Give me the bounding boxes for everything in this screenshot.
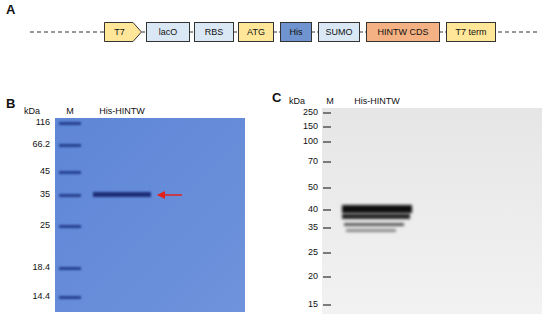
element-label: RBS: [205, 28, 224, 37]
backbone-connector: [312, 32, 318, 33]
marker-bands: [59, 122, 81, 299]
figure-label: 14.4: [32, 292, 50, 302]
panel-letter: B: [6, 97, 15, 111]
backbone-line: [30, 32, 104, 33]
figure-label: 50: [308, 183, 318, 193]
protein-band: [93, 192, 151, 197]
gene-element-box: SUMO: [318, 22, 360, 42]
figure-label: M: [326, 97, 334, 107]
backbone-connector: [440, 32, 446, 33]
gene-element-box: ATG: [238, 22, 274, 42]
gene-element-box: RBS: [194, 22, 234, 42]
element-label: T7 term: [455, 28, 486, 37]
figure-label: 45: [40, 167, 50, 177]
figure-label: 18.4: [32, 263, 50, 273]
figure-label: kDa: [289, 97, 305, 107]
panel-letter: A: [6, 3, 15, 17]
figure-label: His-HINTW: [99, 107, 145, 117]
band-arrow: [158, 194, 182, 196]
figure-label: 66.2: [32, 140, 50, 150]
backbone-line: [498, 32, 540, 33]
element-label: lacO: [159, 28, 178, 37]
backbone-connector: [142, 32, 146, 33]
panel-letter: C: [272, 91, 281, 105]
gene-element-box: HINTW CDS: [366, 22, 440, 42]
figure-label: 25: [40, 221, 50, 231]
backbone-connector: [190, 32, 194, 33]
figure-label: 35: [308, 223, 318, 233]
marker-ticks: [323, 113, 331, 305]
figure-label: 116: [36, 118, 50, 128]
figure-label: 40: [308, 205, 318, 215]
backbone-connector: [274, 32, 280, 33]
figure-label: 20: [308, 272, 318, 282]
figure-label: 150: [303, 122, 318, 132]
gene-element-box: His: [280, 22, 312, 42]
promoter-arrow: T7: [104, 22, 142, 42]
figure-label: 100: [303, 137, 318, 147]
figure-label: M: [66, 107, 74, 117]
figure-label: 70: [308, 157, 318, 167]
figure-label: 25: [308, 248, 318, 258]
element-label: SUMO: [326, 28, 353, 37]
element-label: His: [290, 28, 303, 37]
element-label: T7: [114, 28, 125, 37]
figure-label: 35: [40, 190, 50, 200]
backbone-connector: [234, 32, 238, 33]
element-label: ATG: [247, 28, 265, 37]
element-label: HINTW CDS: [378, 28, 429, 37]
backbone-connector: [360, 32, 366, 33]
figure-label: kDa: [24, 107, 40, 117]
figure-label: His-HINTW: [354, 97, 400, 107]
figure-label: 250: [303, 108, 318, 118]
blot-bands: [342, 205, 412, 232]
gene-element-box: lacO: [146, 22, 190, 42]
gel-image: [55, 118, 245, 312]
figure-label: 15: [308, 300, 318, 310]
gene-element-box: T7 term: [446, 22, 496, 42]
blot-image: [322, 108, 542, 314]
